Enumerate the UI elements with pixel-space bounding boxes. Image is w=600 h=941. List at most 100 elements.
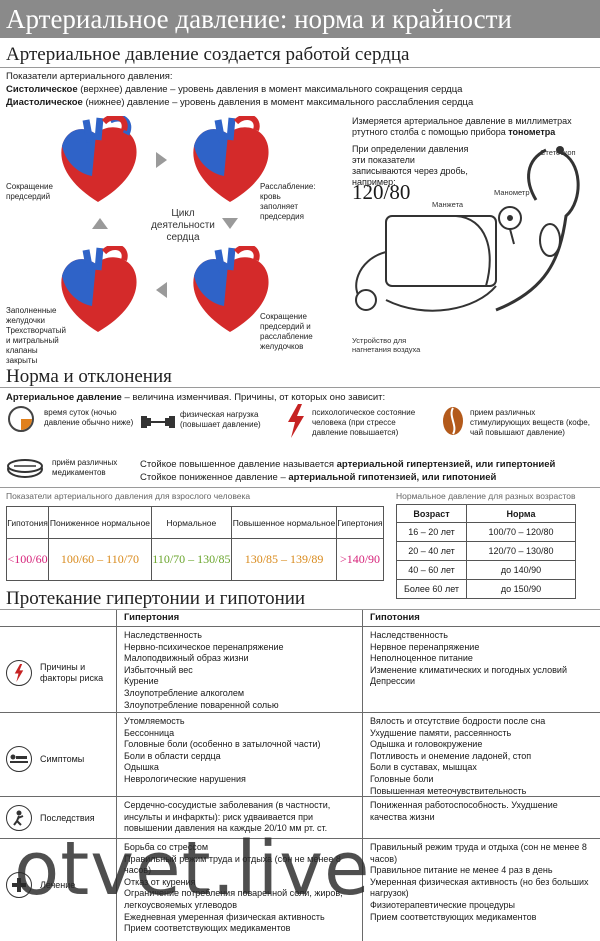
list-item: Боли в суставах, мышцах (370, 762, 477, 773)
adult-table-caption: Показатели артериального давления для вз… (6, 491, 251, 501)
title-bar: Артериальное давление: норма и крайности (0, 0, 600, 38)
lightning-icon (6, 660, 32, 686)
list-item: Вялость и отсутствие бодрости после сна (370, 716, 546, 726)
caption-filled-ventricles: Заполненные желудочки Трехстворчатый и м… (6, 306, 66, 365)
falling-person-icon (6, 805, 32, 831)
column-header-hypotension: Гипотония (370, 612, 420, 623)
heart-diagram-atrial-contraction-ventricle-relaxation (193, 246, 269, 332)
row-divider (0, 796, 600, 797)
table-cell: до 150/90 (466, 579, 576, 599)
hypertension-treatment-list: Борьба со стрессом Правильный режим труд… (124, 842, 358, 935)
hypotension-treatment-list: Правильный режим труда и отдыха (сон не … (370, 842, 596, 923)
coffee-bean-icon (443, 407, 463, 435)
table-cell: до 140/90 (466, 560, 576, 580)
list-item: Правильный режим труда и отдыха (сон не … (124, 853, 341, 876)
list-item: Неврологические нарушения (124, 773, 246, 784)
list-item: Наследственность (370, 630, 448, 640)
record-format-description: При определении давления эти показатели … (352, 144, 469, 187)
diastolic-definition: Диастолическое (нижнее) давление – урове… (6, 97, 474, 108)
factor-time-of-day: время суток (ночью давление обычно ниже) (44, 408, 134, 427)
value-normal: 110/70 – 130/85 (150, 538, 233, 581)
table-cell: 16 – 20 лет (396, 522, 467, 542)
divider (0, 387, 600, 388)
column-header-hypertension: Гипертония (124, 612, 180, 623)
list-item: Ежедневная умеренная физическая активнос… (124, 911, 325, 922)
section-heading-course: Протекание гипертонии и гипотонии (6, 588, 306, 609)
row-label-causes: Причины и факторы риска (40, 662, 104, 683)
list-item: Малоподвижный образ жизни (124, 653, 249, 664)
list-item: Нервное перенапряжение (370, 641, 480, 652)
row-label-treatment: Лечение (40, 880, 76, 890)
table-cell: 40 – 60 лет (396, 560, 467, 580)
table-header: Пониженное нормальное (48, 506, 152, 539)
cycle-arrow-down-icon (222, 218, 238, 229)
bp-definitions: Показатели артериального давления: Систо… (6, 70, 596, 109)
divider (0, 487, 600, 488)
hypotension-consequences: Пониженная работоспособность. Ухудшение … (370, 800, 558, 822)
factor-physical-load: физическая нагрузка (повышает давление) (180, 410, 261, 429)
variability-text: Артериальное давление – величина изменчи… (6, 392, 386, 403)
value-low-normal: 100/60 – 110/70 (48, 538, 152, 581)
list-item: Отказ от курения (124, 876, 196, 887)
value-hypertension: >140/90 (335, 538, 385, 581)
cycle-arrow-up-icon (92, 218, 108, 229)
list-item: Боли в области сердца (124, 750, 221, 761)
list-item: Злоупотребление поваренной солью (124, 699, 279, 710)
age-table-caption: Нормальное давление для разных возрастов (396, 491, 576, 501)
watermark: otvet.live (14, 826, 371, 912)
list-item: Головные боли (особенно в затылочной час… (124, 739, 321, 750)
intro-heading: Показатели артериального давления: (6, 71, 173, 82)
row-label-consequences: Последствия (40, 813, 95, 823)
list-item: Правильный режим труда и отдыха (сон не … (370, 842, 587, 864)
hypertension-causes-list: Наследственность Нервно-психическое пере… (124, 630, 358, 711)
label-cuff: Манжета (432, 200, 464, 209)
factor-psychological-state: психологическое состояние человека (при … (312, 408, 416, 437)
list-item: Правильное питание не менее 4 раз в день (370, 865, 553, 876)
dumbbell-icon (141, 416, 175, 428)
cycle-label: Цикл деятельности сердца (151, 208, 215, 243)
heart-diagram-atrial-contraction (61, 116, 137, 202)
lightning-icon (288, 404, 304, 438)
hypertension-symptoms-list: Утомляемость Бессонница Головные боли (о… (124, 716, 358, 786)
example-reading: 120/80 (352, 180, 411, 204)
person-lying-icon (6, 746, 32, 772)
tonometer-illustration (355, 146, 580, 312)
list-item: Злоупотребление алкоголем (124, 687, 245, 698)
label-stethoscope: Стетоскоп (540, 148, 576, 157)
list-item: Изменение климатических и погодных услов… (370, 664, 567, 675)
label-manometer: Манометр (494, 188, 530, 197)
table-header: Нормальное (150, 506, 233, 539)
page-title: Артериальное давление: норма и крайности (6, 4, 512, 34)
list-item: Борьба со стрессом (124, 842, 209, 852)
divider (0, 609, 600, 610)
row-divider (0, 838, 600, 839)
medicine-icon (6, 872, 32, 898)
table-cell: 20 – 40 лет (396, 541, 467, 561)
table-header: Гипертония (335, 506, 385, 539)
table-header: Возраст (396, 504, 467, 523)
list-item: Головные боли (370, 773, 434, 784)
factor-stimulants: прием различных стимулирующих веществ (к… (470, 408, 590, 437)
list-item: Прием соответствующих медикаментов (124, 923, 291, 934)
hypotension-causes-list: Наследственность Нервное перенапряжение … (370, 630, 596, 688)
table-header: Гипотония (5, 506, 50, 539)
list-item: Неполноценное питание (370, 653, 473, 664)
column-divider (116, 610, 117, 941)
list-item: Нервно-психическое перенапряжение (124, 641, 284, 652)
section-heading-heart: Артериальное давление создается работой … (6, 44, 410, 65)
column-divider (362, 610, 363, 941)
caption-atrial-contraction-ventricle-relaxation: Сокращение предсердий и расслабление жел… (260, 312, 313, 351)
cycle-arrow-right-icon (156, 152, 167, 168)
list-item: Умеренная физическая активность (но без … (370, 876, 589, 899)
hypotension-symptoms-list: Вялость и отсутствие бодрости после сна … (370, 716, 596, 797)
value-hypotension: <100/60 (5, 538, 50, 581)
list-item: Утомляемость (124, 716, 185, 726)
table-cell: Более 60 лет (396, 579, 467, 599)
list-item: Прием соответствующих медикаментов (370, 911, 537, 922)
heart-diagram-relaxation (193, 116, 269, 202)
row-label-symptoms: Симптомы (40, 754, 85, 764)
systolic-definition: Систолическое (верхнее) давление – урове… (6, 84, 463, 95)
list-item: Физиотерапевтические процедуры (370, 899, 516, 910)
hypertension-consequences: Сердечно-сосудистые заболевания (в частн… (124, 800, 331, 834)
cycle-arrow-left-icon (156, 282, 167, 298)
